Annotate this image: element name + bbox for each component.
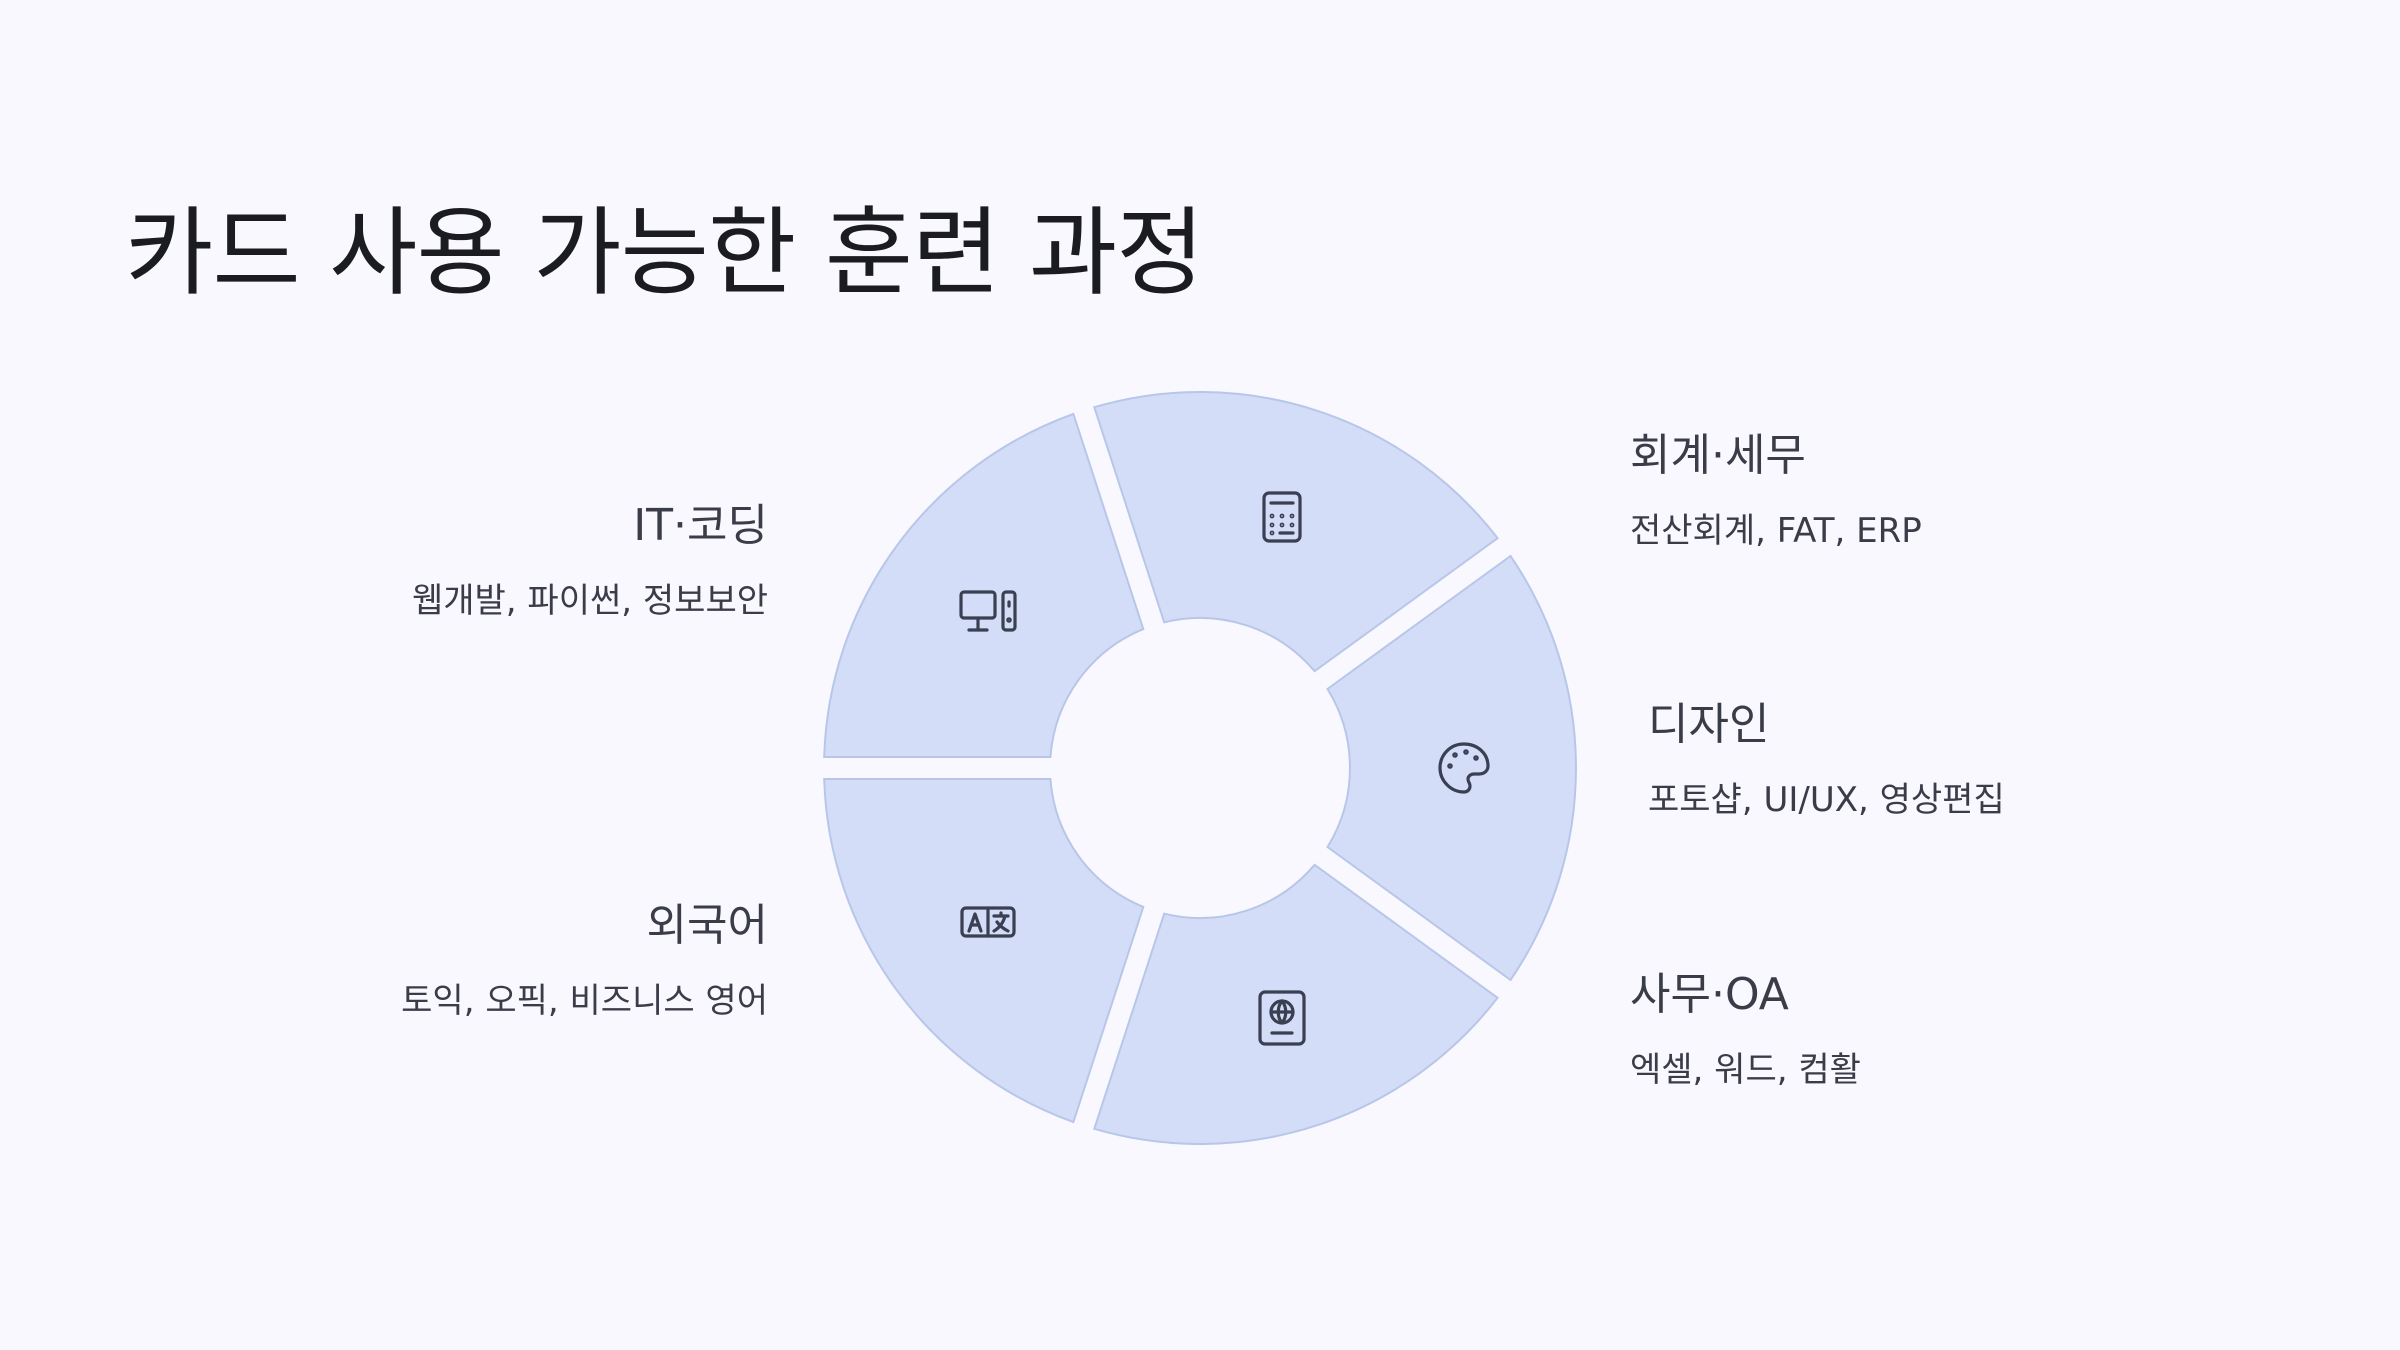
segment-language[interactable] (823, 778, 1145, 1124)
category-title: 사무·OA (1630, 969, 1789, 1020)
category-title: 디자인 (1648, 699, 1770, 750)
category-subtitle: 엑셀, 워드, 컴활 (1630, 1050, 1861, 1090)
category-it: IT·코딩 웹개발, 파이썬, 정보보안 (68, 498, 768, 623)
segment-it[interactable] (823, 412, 1145, 758)
category-subtitle: 토익, 오픽, 비즈니스 영어 (401, 981, 768, 1021)
category-office: 사무·OA 엑셀, 워드, 컴활 (1630, 967, 2330, 1092)
category-design: 디자인 포토샵, UI/UX, 영상편집 (1648, 697, 2348, 822)
calculator-icon (1262, 491, 1302, 543)
category-title: 회계·세무 (1630, 430, 1806, 481)
language-icon (960, 906, 1016, 938)
computer-icon (959, 590, 1017, 632)
page-title: 카드 사용 가능한 훈련 과정 (125, 197, 1205, 309)
category-title: IT·코딩 (633, 500, 768, 551)
segment-accounting[interactable] (1093, 391, 1500, 673)
category-subtitle: 웹개발, 파이썬, 정보보안 (411, 581, 768, 621)
category-accounting: 회계·세무 전산회계, FAT, ERP (1630, 428, 2330, 553)
category-title: 외국어 (646, 900, 768, 951)
segment-office[interactable] (1093, 863, 1500, 1145)
category-subtitle: 포토샵, UI/UX, 영상편집 (1648, 780, 2005, 820)
palette-icon (1438, 742, 1490, 794)
passport-icon (1258, 990, 1306, 1046)
category-language: 외국어 토익, 오픽, 비즈니스 영어 (68, 898, 768, 1023)
category-subtitle: 전산회계, FAT, ERP (1630, 511, 1922, 551)
